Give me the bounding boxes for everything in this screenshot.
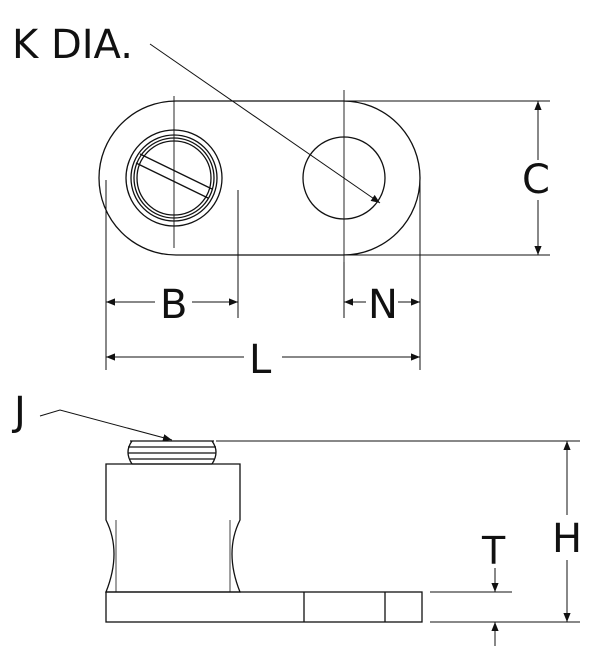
side-tongue (105, 591, 423, 623)
thread-rings (128, 440, 216, 465)
label-c: C (522, 157, 550, 203)
label-b: B (160, 282, 187, 328)
screw-slot (135, 153, 213, 199)
k-leader (149, 43, 381, 204)
side-view-dimensions (39, 409, 580, 646)
top-view-outline (98, 100, 421, 256)
top-view (98, 90, 421, 262)
label-t: T (481, 529, 506, 573)
thread-right-edge (211, 440, 217, 465)
side-barrel-body (105, 463, 241, 593)
label-l: L (249, 337, 272, 383)
label-k-dia: K DIA. (12, 22, 133, 68)
label-n: N (368, 282, 398, 328)
label-h: H (552, 516, 582, 562)
thread-left-edge (127, 440, 133, 465)
label-j: J (11, 389, 26, 435)
side-view (105, 440, 423, 623)
j-leader (39, 409, 173, 442)
top-view-dimensions (105, 43, 550, 370)
